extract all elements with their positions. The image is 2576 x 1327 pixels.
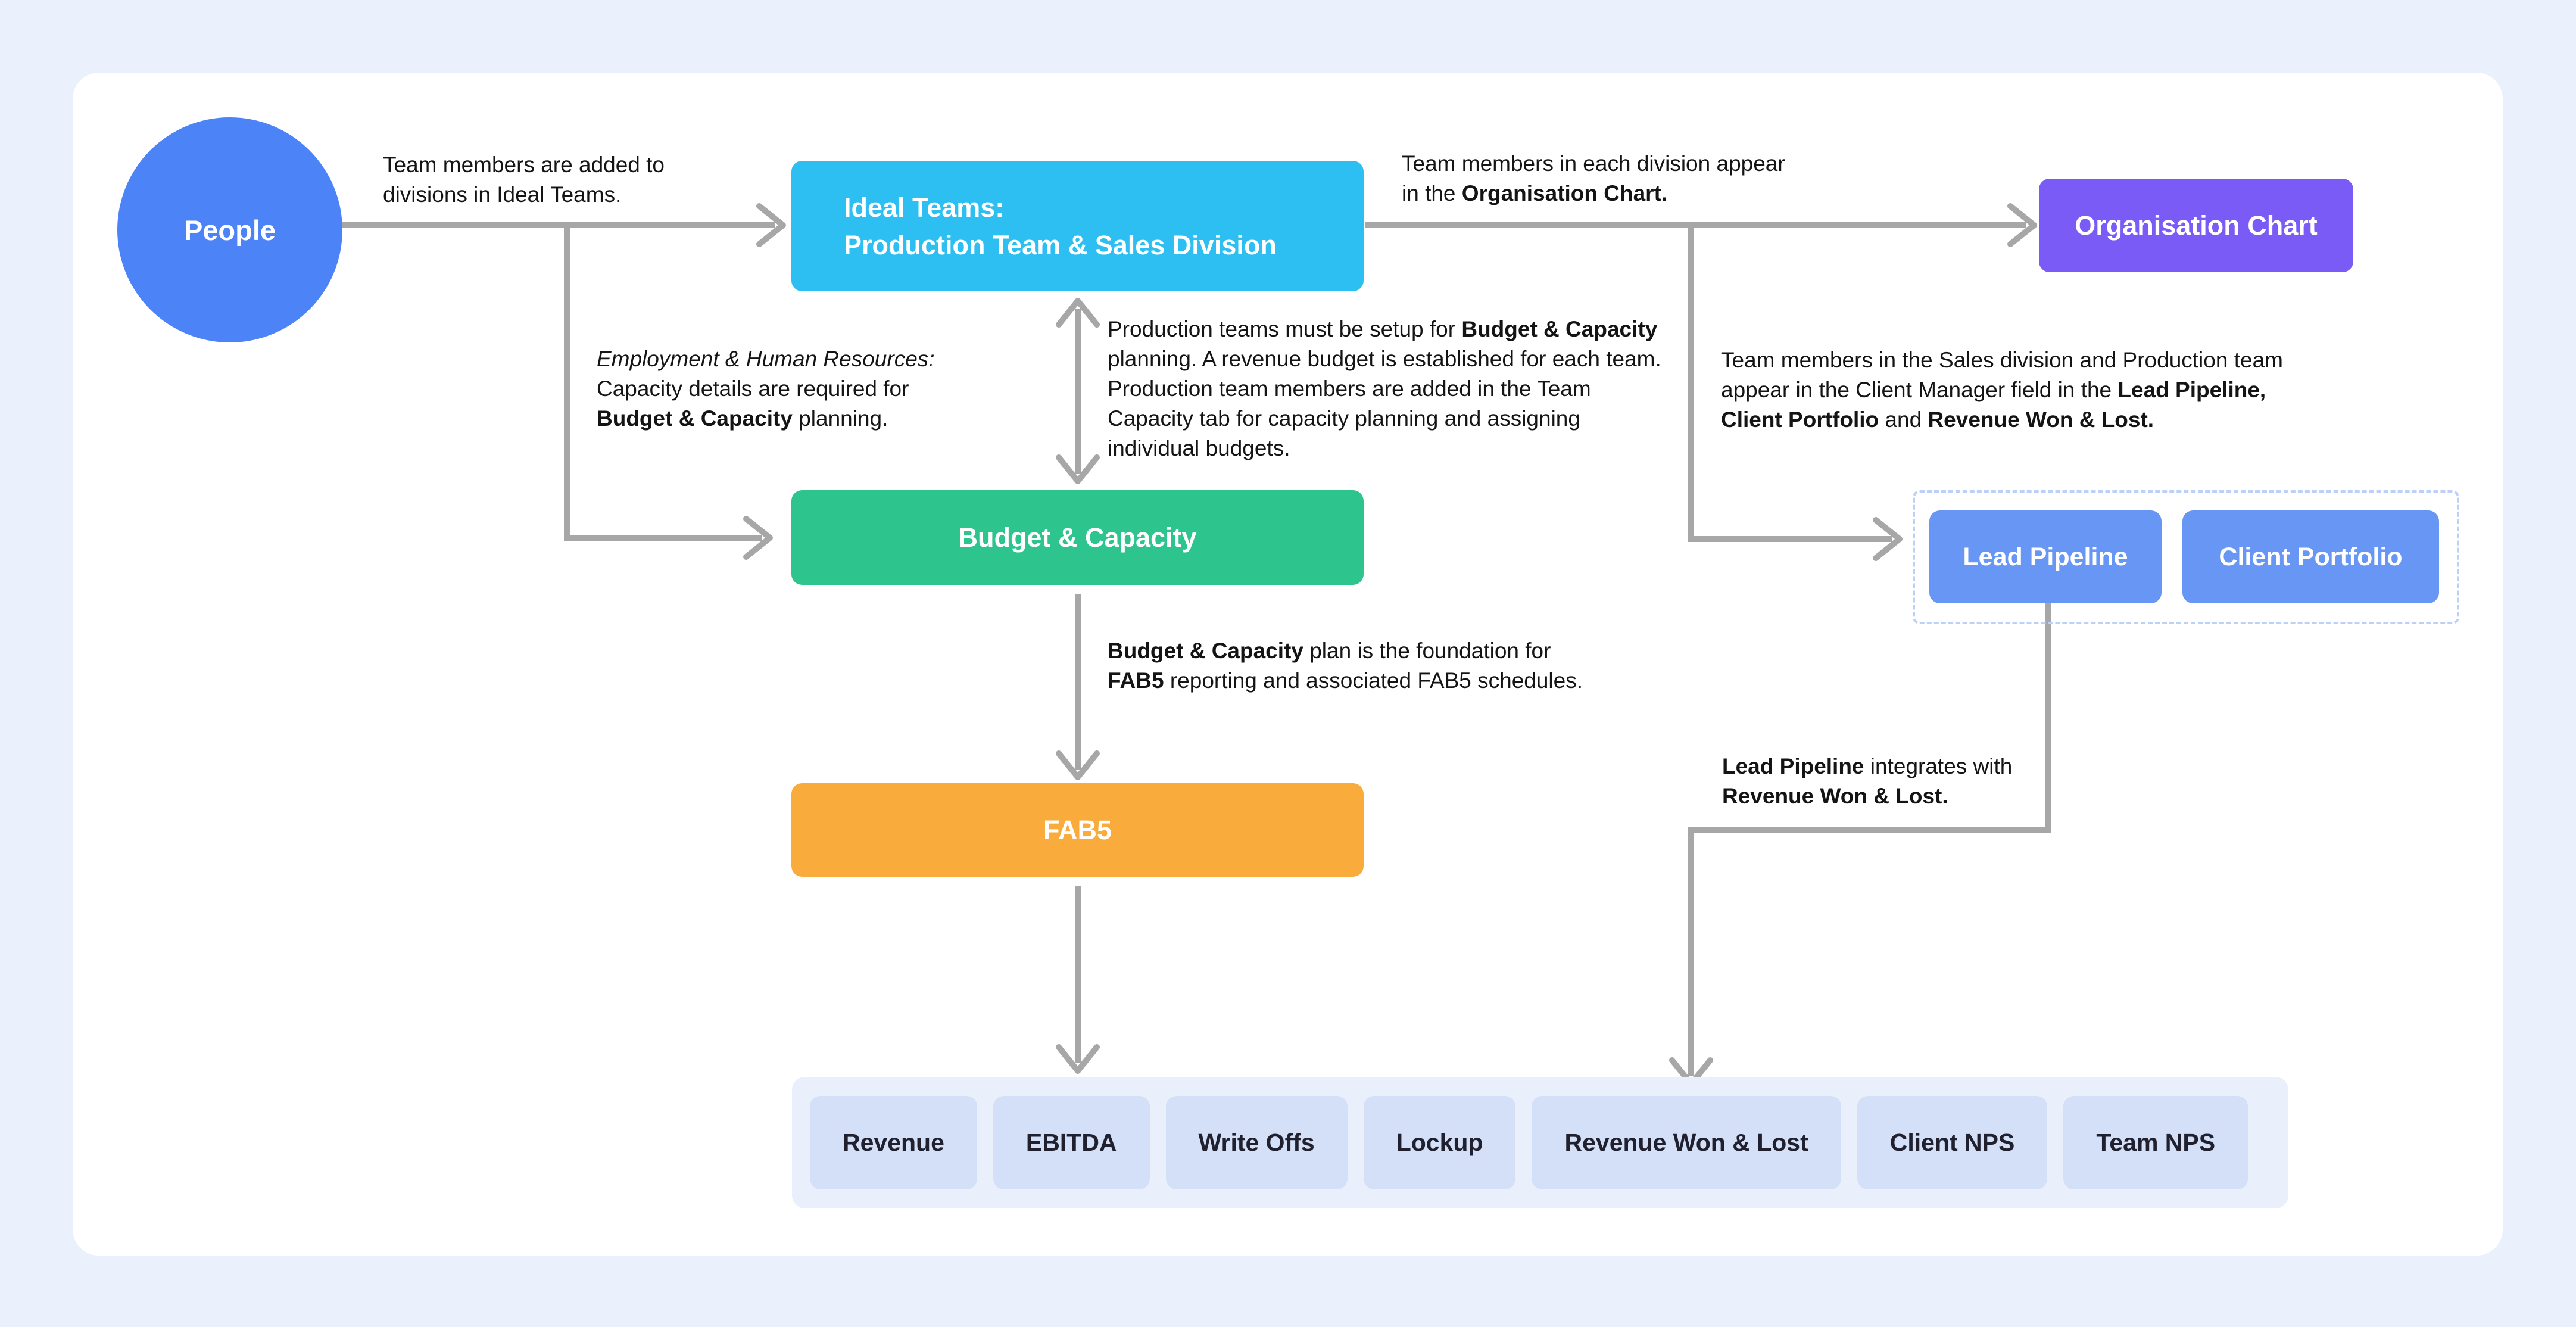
metric-revenue-won-lost: Revenue Won & Lost [1532,1096,1841,1189]
note-heading-italic: Employment & Human Resources: [597,347,935,371]
lead-pipeline-node: Lead Pipeline [1929,510,2162,603]
note-ideal-teams-to-organisation-chart: Team members in each division appear in … [1402,149,1795,208]
fab5-label: FAB5 [1043,814,1112,845]
metric-write-offs: Write Offs [1165,1096,1348,1189]
organisation-chart-node: Organisation Chart [2039,179,2353,272]
arrowhead-into-organisation-chart [2007,203,2037,247]
note-text-bold: Revenue Won & Lost. [1722,784,1948,808]
note-text: Capacity details are required for [597,376,909,401]
note-text: integrates with [1864,754,2013,778]
arrowhead-up-into-ideal-teams [1056,298,1100,328]
metric-label: Revenue Won & Lost [1564,1129,1808,1156]
note-employment-human-resources: Employment & Human Resources: Capacity d… [597,344,978,434]
people-node: People [117,117,342,342]
fab5-node: FAB5 [791,783,1364,877]
connector-lead-pipeline-to-revenue-won-lost [1688,603,2051,1076]
note-people-to-ideal-teams: Team members are added to divisions in I… [383,150,704,210]
note-text-bold: Budget & Capacity [1108,638,1303,663]
note-text-bold: Organisation Chart. [1461,181,1668,205]
metric-team-nps: Team NPS [2063,1096,2248,1189]
connector-people-to-budget-capacity [564,225,762,541]
lead-pipeline-label: Lead Pipeline [1963,542,2128,571]
arrowhead-into-budget-capacity [743,516,773,560]
note-text: Team members in each division appear in … [1402,151,1785,205]
budget-capacity-label: Budget & Capacity [958,522,1197,553]
ideal-teams-label-line2: Production Team & Sales Division [844,229,1277,260]
note-lead-pipeline-integration: Lead Pipeline integrates with Revenue Wo… [1722,752,2056,811]
metric-ebitda: EBITDA [993,1096,1150,1189]
metric-revenue: Revenue [810,1096,977,1189]
note-text-bold: FAB5 [1108,668,1164,693]
fab5-metrics-row: Revenue EBITDA Write Offs Lockup Revenue… [792,1077,2288,1208]
client-portfolio-label: Client Portfolio [2219,542,2403,571]
note-text: planning. [792,406,888,431]
crm-group-dashed-container [1913,490,2459,624]
note-text: plan is the foundation for [1303,638,1551,663]
budget-capacity-node: Budget & Capacity [791,490,1364,585]
metric-label: Lockup [1396,1129,1483,1156]
note-sales-division-client-manager: Team members in the Sales division and P… [1721,345,2296,435]
metric-label: Team NPS [2096,1129,2216,1156]
note-text-bold: Lead Pipeline [1722,754,1864,778]
note-budget-capacity-fab5-foundation: Budget & Capacity plan is the foundation… [1108,636,1584,696]
arrowhead-into-fab5 [1056,750,1100,780]
note-production-teams-setup: Production teams must be setup for Budge… [1108,314,1673,463]
note-text-bold: Budget & Capacity [597,406,793,431]
metric-label: Client NPS [1889,1129,2015,1156]
note-text: Team members are added to divisions in I… [383,152,665,207]
note-text-bold: Lead Pipeline, Client Portfolio [1721,378,2266,432]
people-label: People [183,214,276,246]
ideal-teams-node: Ideal Teams: Production Team & Sales Div… [791,161,1364,291]
note-text: planning. A revenue budget is establishe… [1108,347,1661,460]
metric-label: Revenue [843,1129,944,1156]
arrowhead-into-lead-pipeline-group [1873,517,1903,561]
ideal-teams-label-line1: Ideal Teams: [844,192,1005,223]
note-text: Team members in the Sales division and P… [1721,348,2283,402]
client-portfolio-node: Client Portfolio [2182,510,2439,603]
arrowhead-into-metrics-row [1056,1044,1100,1074]
arrowhead-into-ideal-teams [756,203,786,247]
note-text-bold: Revenue Won & Lost. [1928,407,2154,432]
arrowhead-down-into-budget-capacity [1056,454,1100,484]
metric-label: Write Offs [1198,1129,1315,1156]
note-text: and [1879,407,1928,432]
note-text: Production teams must be setup for [1108,317,1462,341]
organisation-chart-label: Organisation Chart [2075,210,2318,241]
metric-lockup: Lockup [1363,1096,1516,1189]
note-text-bold: Budget & Capacity [1461,317,1658,341]
metric-label: EBITDA [1025,1129,1117,1156]
note-text: reporting and associated FAB5 schedules. [1164,668,1583,693]
metric-client-nps: Client NPS [1857,1096,2048,1189]
connector-ideal-teams-to-lead-pipeline-group [1688,225,1892,542]
